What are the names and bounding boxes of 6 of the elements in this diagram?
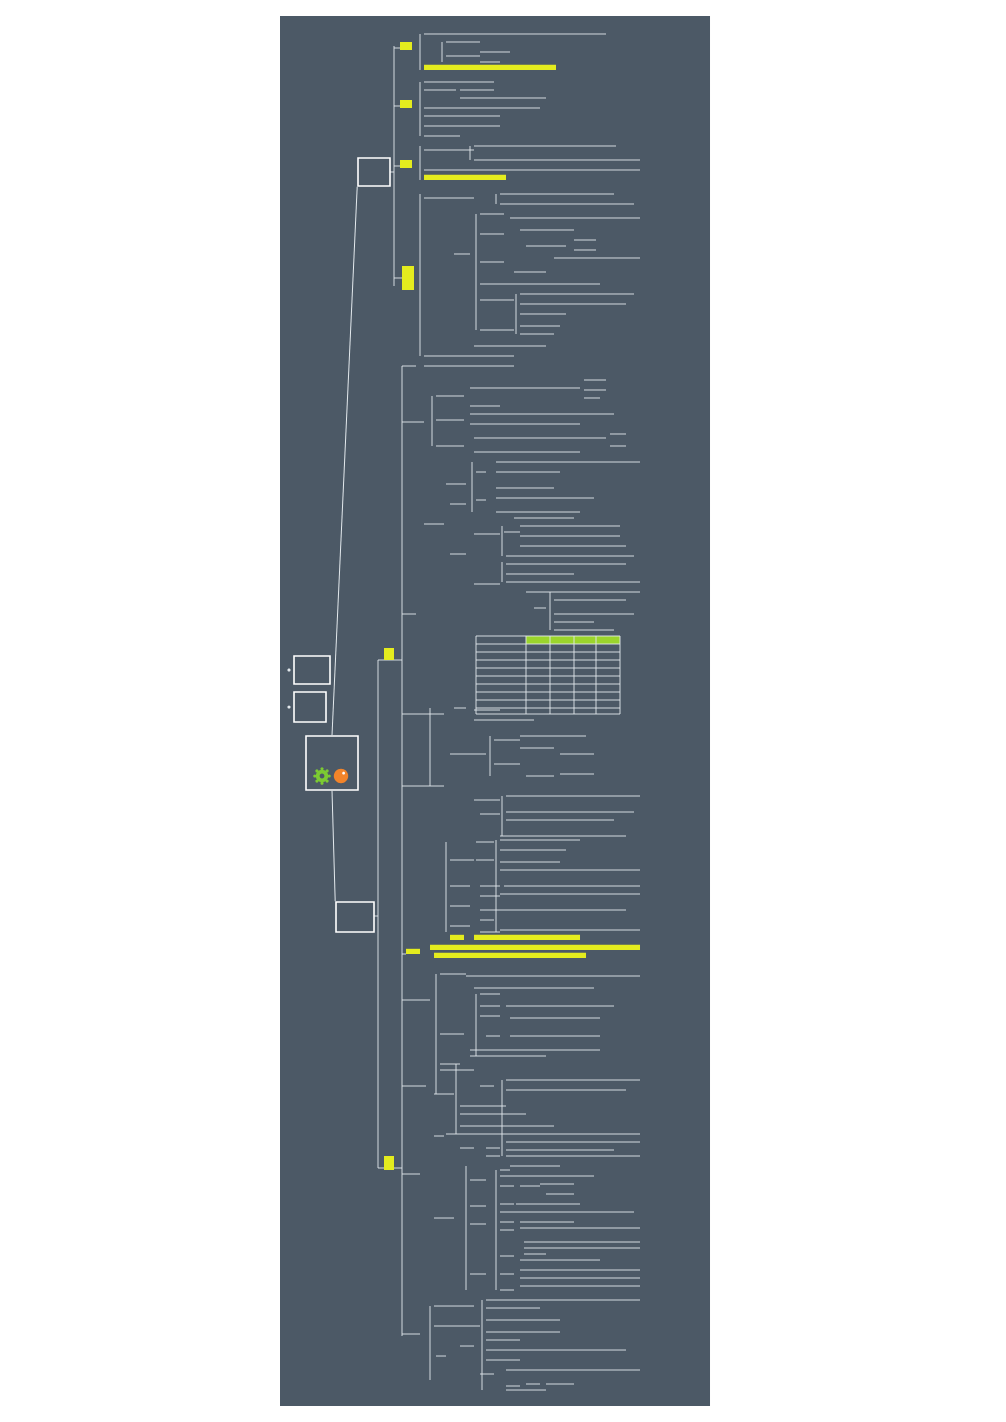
- topic-box: [293, 691, 327, 723]
- topic-box: [357, 157, 391, 187]
- topic-box: [293, 655, 331, 685]
- topic-box: [335, 901, 375, 933]
- connector-line: [331, 186, 358, 736]
- connector-line: [331, 790, 336, 902]
